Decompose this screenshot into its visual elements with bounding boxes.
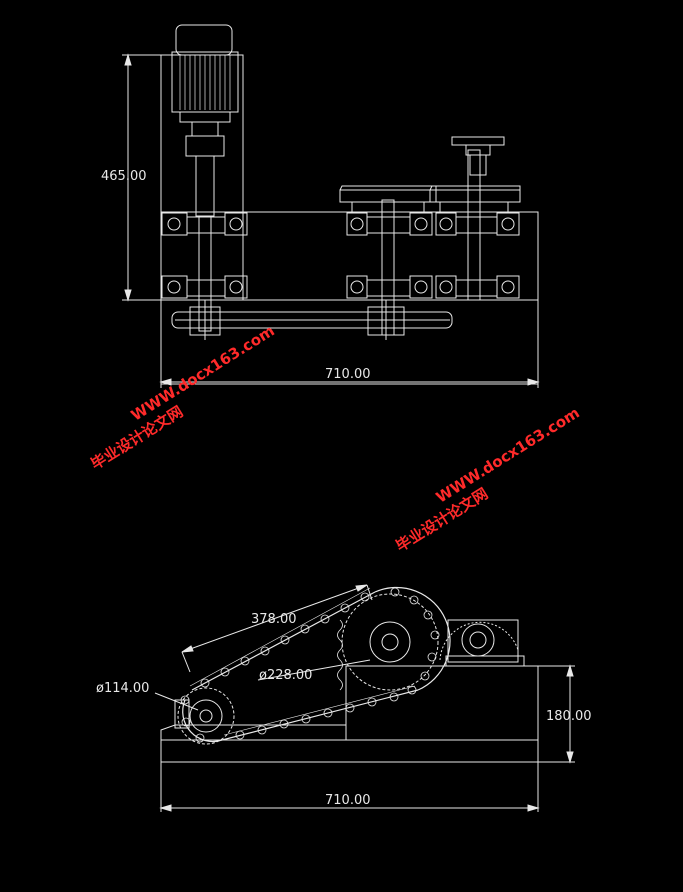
motor-frame — [160, 54, 244, 301]
dim-label-465: 465.00 — [101, 169, 147, 184]
watermark-1: 毕业设计论文网 WWW.docx163.com — [88, 322, 278, 474]
chain-loop-side — [182, 586, 451, 743]
chain-rollers — [180, 587, 440, 743]
gear-housing — [439, 619, 525, 667]
dim-label-180: 180.00 — [546, 709, 592, 724]
base-frame — [160, 211, 539, 301]
dimension-height-side — [538, 664, 575, 764]
dimension-height-top — [122, 53, 161, 302]
spur-gears — [339, 136, 521, 213]
svg-text:WWW.docx163.com: WWW.docx163.com — [433, 404, 583, 507]
side-base — [160, 739, 539, 763]
bearing-blocks — [161, 212, 520, 299]
dim-label-710-side: 710.00 — [325, 793, 371, 808]
dim-label-710-top: 710.00 — [325, 367, 371, 382]
raised-block — [345, 665, 539, 741]
dim-label-114: ø114.00 — [96, 681, 149, 696]
watermark-2: 毕业设计论文网 WWW.docx163.com — [393, 404, 583, 556]
dimension-center-distance — [181, 584, 373, 673]
top-view: 465.00 710.00 — [101, 24, 540, 388]
small-sprocket — [174, 687, 235, 745]
chain-top-view — [171, 300, 453, 340]
dimension-small-dia — [154, 692, 199, 711]
dim-label-228: ø228.00 — [259, 668, 312, 683]
svg-text:WWW.docx163.com: WWW.docx163.com — [128, 322, 278, 425]
dimension-width-side — [159, 762, 540, 812]
large-sprocket — [341, 593, 439, 691]
shaft-3 — [467, 149, 481, 301]
dim-label-378: 378.00 — [251, 612, 297, 627]
side-view: 378.00 ø114.00 ø228.00 180.00 710.00 — [96, 584, 592, 812]
motor — [171, 24, 239, 217]
shaft-2 — [381, 199, 395, 336]
chain-tension-path — [337, 619, 343, 691]
dimension-large-dia — [257, 659, 371, 681]
dimension-width-top — [159, 300, 540, 388]
